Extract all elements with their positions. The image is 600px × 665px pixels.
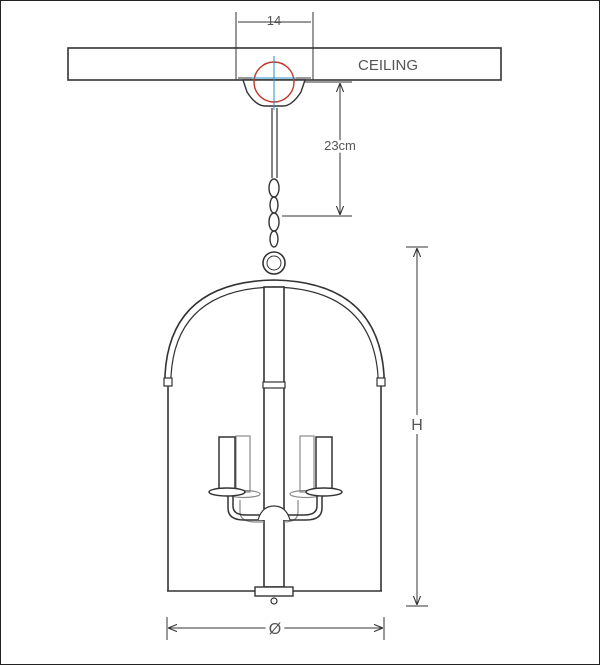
- arm-hub: [257, 505, 291, 521]
- ceiling-slab: [67, 47, 502, 81]
- ceiling-label: CEILING: [358, 57, 418, 74]
- drop-label: 23cm: [324, 138, 356, 153]
- front-candles: [208, 436, 343, 497]
- bottom-finial: [254, 586, 294, 597]
- top-ring: [262, 251, 286, 275]
- diameter-dimension: [166, 617, 385, 640]
- chain: [268, 178, 280, 248]
- lantern-arch-outer: [164, 279, 385, 385]
- central-column: [263, 286, 285, 588]
- front-candle-arms: [227, 496, 323, 521]
- canopy-width-label: 14: [267, 13, 281, 28]
- diameter-label: Ø: [269, 621, 281, 638]
- height-dimension: [406, 246, 428, 607]
- canopy-width-dimension: [235, 12, 314, 80]
- height-label: H: [411, 417, 423, 434]
- drop-dimension: [282, 81, 352, 217]
